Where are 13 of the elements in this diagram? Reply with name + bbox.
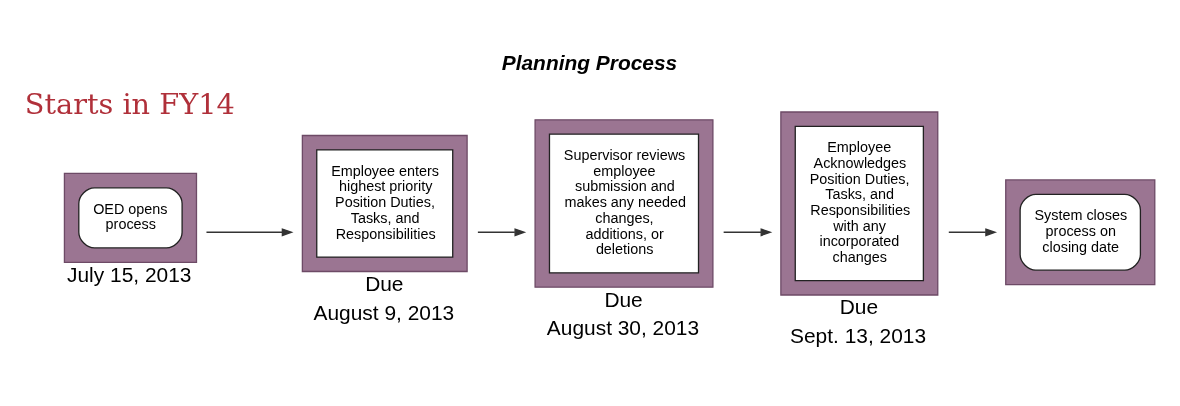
arrow: [205, 227, 294, 236]
node-label: Due: [839, 294, 879, 318]
arrow: [477, 227, 527, 236]
node-label: July 15, 2013: [67, 262, 192, 286]
node-label: August 9, 2013: [313, 300, 455, 324]
arrow: [948, 227, 998, 236]
node-label: Due: [604, 287, 643, 311]
node-label: Due: [365, 271, 404, 295]
diagram-title: Planning Process: [501, 50, 678, 74]
arrow: [723, 227, 773, 236]
node-label: August 30, 2013: [546, 315, 700, 339]
label: Starts in FY14: [24, 86, 235, 121]
node-label: Sept. 13, 2013: [790, 323, 927, 347]
